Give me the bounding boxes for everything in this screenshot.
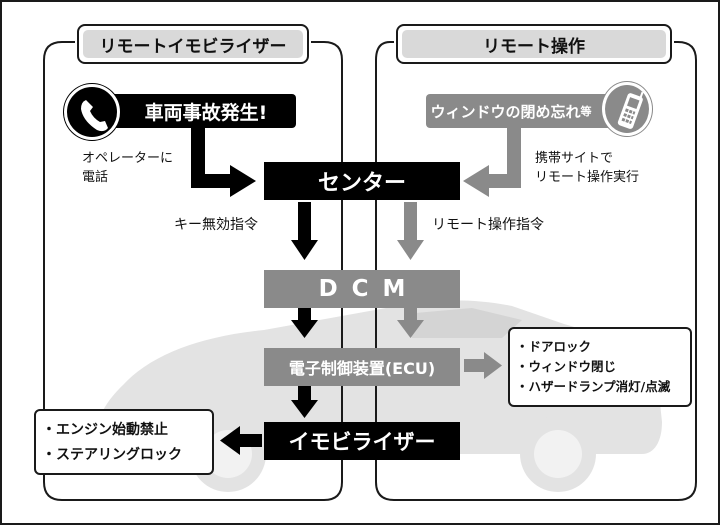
operator-call-line1: オペレーターに: [82, 151, 174, 166]
immobilizer-to-actions-arrow: [220, 426, 262, 455]
remote-actions-list: ドアロック ウィンドウ閉じ ハザードランプ消灯/点滅: [508, 327, 692, 407]
right-panel-header: リモート操作: [396, 24, 672, 64]
window-forgot-label: ウィンドウの閉め忘れ: [430, 102, 581, 121]
remote-command-label: リモート操作指令: [432, 217, 544, 233]
call-arrow: [191, 120, 256, 197]
ecu-label: 電子制御装置(ECU): [288, 359, 436, 378]
dcm-label: DCM: [318, 276, 420, 302]
right-panel-header-label: リモート操作: [402, 30, 666, 58]
list-item: ステアリングロック: [42, 443, 206, 468]
left-panel-border: [43, 41, 343, 501]
left-panel-header-label: リモートイモビライザー: [83, 30, 303, 58]
key-disable-command-label: キー無効指令: [174, 217, 258, 233]
ecu-to-immobilizer-arrow: [291, 386, 318, 418]
window-forgot-suffix: 等: [580, 105, 592, 118]
operator-call-note: オペレーターに 電話: [82, 149, 173, 187]
operator-call-line2: 電話: [82, 170, 109, 185]
mobile-phone-icon: [602, 82, 652, 136]
remote-command-arrow: [397, 202, 424, 260]
ecu-box: 電子制御装置(ECU): [264, 348, 460, 386]
window-forgot-box: ウィンドウの閉め忘れ等: [426, 94, 618, 128]
dcm-to-ecu-black-arrow: [291, 308, 318, 338]
mobile-site-note: 携帯サイトで リモート操作実行: [535, 149, 639, 187]
left-panel-header: リモートイモビライザー: [77, 24, 309, 64]
right-panel-border: [375, 41, 697, 501]
key-disable-arrow: [291, 202, 318, 260]
remote-site-arrow: [463, 120, 521, 197]
list-item: ハザードランプ消灯/点滅: [516, 377, 684, 397]
dcm-box: DCM: [264, 270, 460, 308]
accident-label: 車両事故発生!: [144, 101, 268, 124]
immobilizer-box: イモビライザー: [264, 422, 460, 460]
mobile-site-line2: リモート操作実行: [535, 170, 640, 185]
list-item: ウィンドウ閉じ: [516, 357, 684, 377]
phone-icon: [64, 84, 120, 140]
accident-box: 車両事故発生!: [94, 94, 296, 128]
center-box: センター: [264, 162, 460, 200]
immobilizer-label: イモビライザー: [288, 430, 436, 454]
list-item: ドアロック: [516, 337, 684, 357]
center-label: センター: [317, 171, 406, 196]
ecu-to-actions-arrow: [464, 352, 502, 379]
dcm-to-ecu-grey-arrow: [397, 308, 424, 338]
immobilizer-actions-list: エンジン始動禁止 ステアリングロック: [34, 409, 214, 475]
mobile-site-line1: 携帯サイトで: [535, 151, 614, 166]
list-item: エンジン始動禁止: [42, 418, 206, 443]
